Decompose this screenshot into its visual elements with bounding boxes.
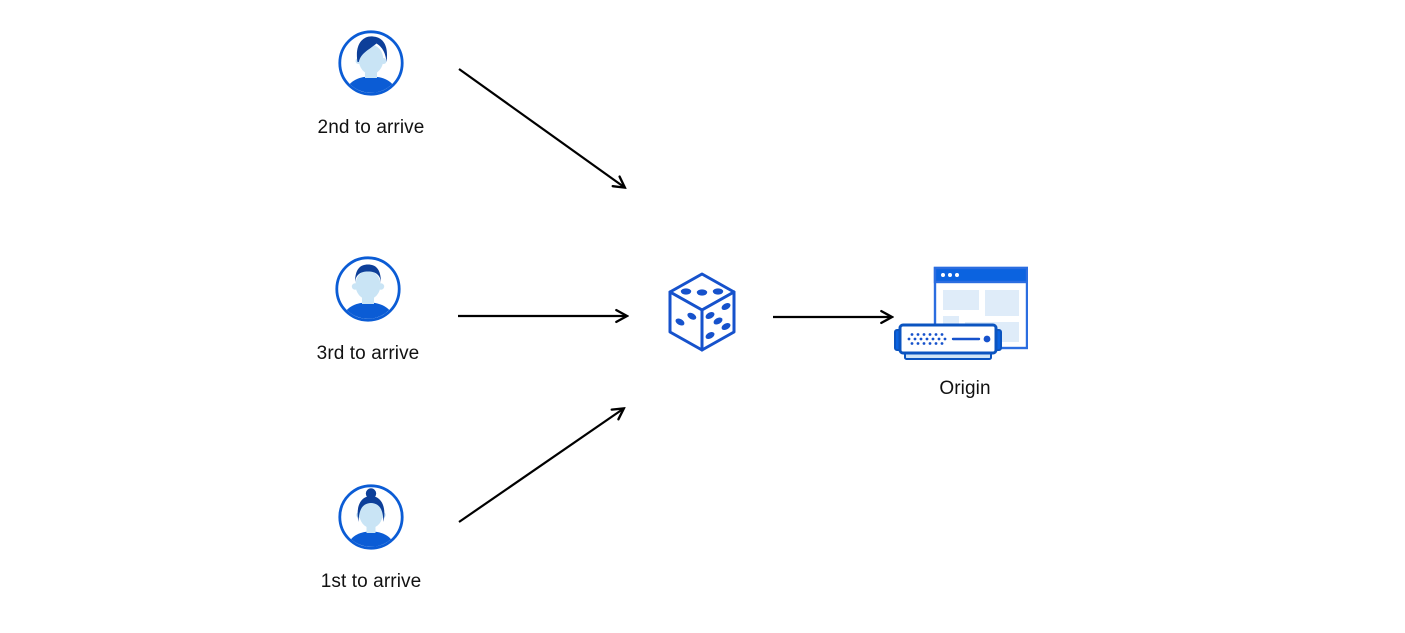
node-label-origin: Origin	[939, 378, 991, 399]
node-label-visitor-3rd: 3rd to arrive	[316, 343, 420, 364]
node-visitor-3rd: 3rd to arrive	[317, 256, 419, 364]
user-avatar-female-icon	[338, 484, 404, 550]
node-dice	[666, 270, 738, 359]
node-visitor-1st: 1st to arrive	[321, 484, 421, 592]
node-visitor-2nd: 2nd to arrive	[318, 30, 424, 138]
node-origin: Origin	[893, 262, 1029, 399]
server-vent-dots	[907, 333, 947, 345]
node-label-visitor-1st: 1st to arrive	[320, 571, 422, 592]
node-label-visitor-2nd: 2nd to arrive	[317, 117, 425, 138]
origin-server-icon	[894, 266, 1029, 360]
user-avatar-male-2-icon	[335, 256, 401, 322]
server-icon	[894, 323, 1002, 360]
dice-icon	[668, 272, 736, 352]
arrow-1st-to-dice	[458, 409, 623, 523]
arrow-2nd-to-dice	[458, 68, 624, 187]
user-avatar-male-icon	[338, 30, 404, 96]
